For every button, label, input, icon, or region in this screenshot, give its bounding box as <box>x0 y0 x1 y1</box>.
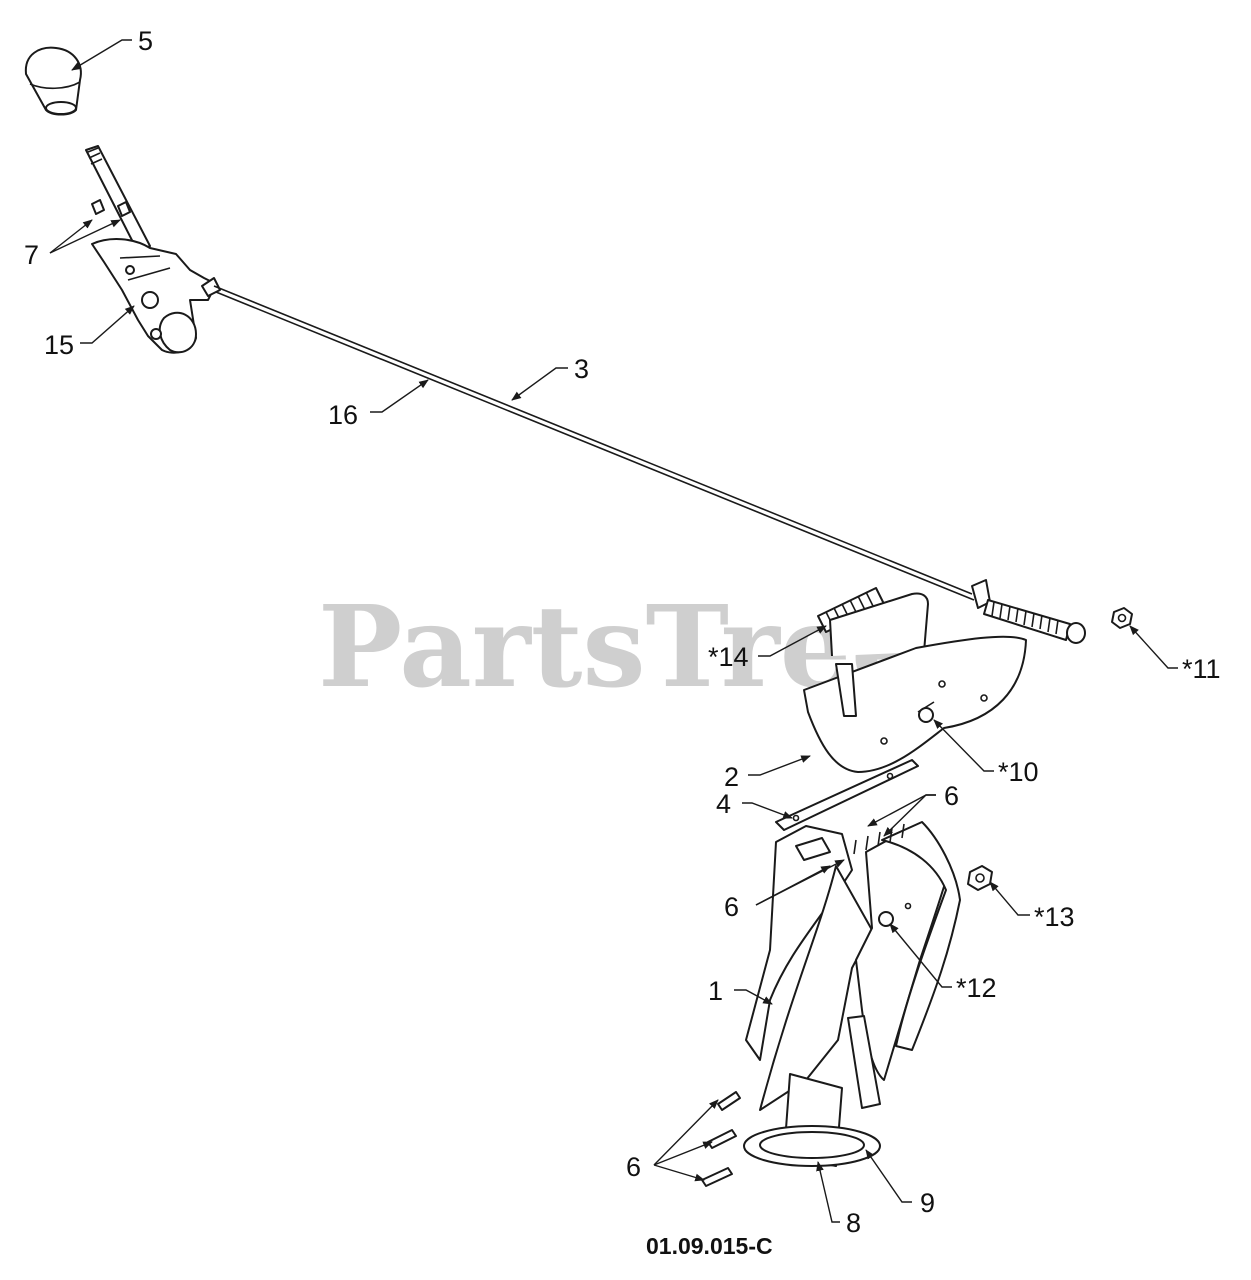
drawing-code: 01.09.015-C <box>646 1233 773 1259</box>
part-nut-11 <box>1111 607 1133 629</box>
part-cable <box>213 285 1086 644</box>
callout-16: 16 <box>328 400 358 430</box>
callout-13: *13 <box>1034 902 1075 932</box>
callout-10: *10 <box>998 757 1039 787</box>
callout-14: *14 <box>708 642 749 672</box>
callout-8: 8 <box>846 1208 861 1238</box>
part-knob <box>24 46 82 116</box>
callout-15: 15 <box>44 330 74 360</box>
callout-6-bottom: 6 <box>626 1152 641 1182</box>
callout-5: 5 <box>138 26 153 56</box>
callout-6-mid: 6 <box>724 892 739 922</box>
part-strip <box>775 759 919 831</box>
part-shift-lever-assembly <box>85 145 221 354</box>
part-lower-chute <box>743 821 961 1167</box>
callout-11: *11 <box>1182 654 1221 684</box>
callout-1: 1 <box>708 976 723 1006</box>
callout-2: 2 <box>724 762 739 792</box>
callout-4: 4 <box>716 789 731 819</box>
callout-12: *12 <box>956 973 997 1003</box>
leader-lines <box>49 39 1178 1223</box>
part-bolts <box>701 1091 741 1187</box>
part-nut-13 <box>967 865 993 891</box>
callout-6-top: 6 <box>944 781 959 811</box>
callout-3: 3 <box>574 354 589 384</box>
callout-9: 9 <box>920 1188 935 1218</box>
part-chute-deflector <box>803 592 1027 773</box>
callout-7: 7 <box>24 240 39 270</box>
